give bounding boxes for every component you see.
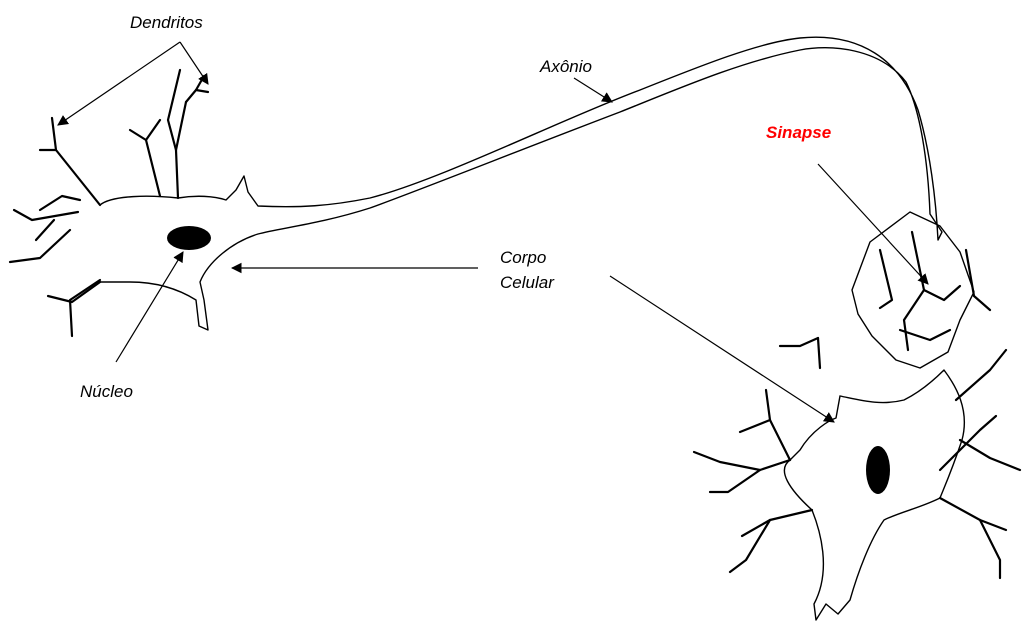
dendrites-2: [694, 232, 1020, 578]
nucleus-2: [866, 446, 890, 494]
label-nucleo: Núcleo: [80, 382, 133, 401]
label-celular: Celular: [500, 273, 555, 292]
arrow-corpo-right: [610, 276, 834, 422]
label-axonio: Axônio: [539, 57, 592, 76]
nucleus-1: [167, 226, 211, 250]
arrow-dendritos-left: [58, 42, 180, 125]
label-sinapse: Sinapse: [766, 123, 831, 142]
arrow-sinapse: [818, 164, 928, 284]
arrow-nucleo: [116, 252, 183, 362]
arrow-dendritos-right: [180, 42, 208, 84]
neuron-2: [784, 212, 974, 620]
label-dendritos: Dendritos: [130, 13, 203, 32]
label-corpo: Corpo: [500, 248, 546, 267]
arrow-axonio: [574, 78, 612, 102]
dendrites-1: [10, 70, 208, 336]
